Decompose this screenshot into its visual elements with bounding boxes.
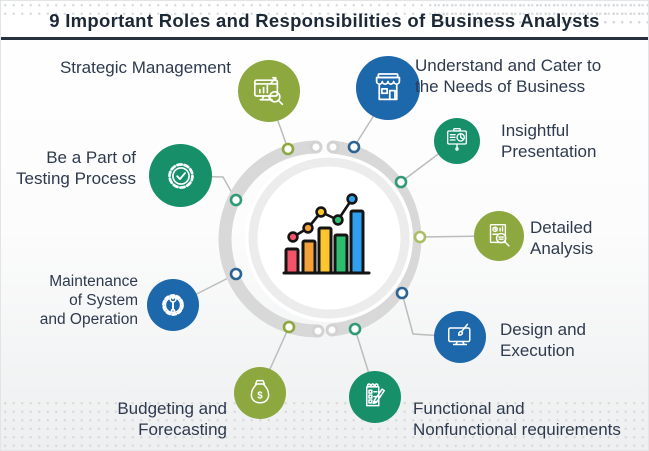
document-magnifier-icon (474, 211, 524, 261)
node-maintenance (229, 267, 243, 281)
monitor-chart-search-icon (238, 60, 300, 122)
page-title: 9 Important Roles and Responsibilities o… (49, 10, 600, 31)
insightful-presentation-label: Insightful Presentation (501, 121, 597, 161)
monitor-brush-icon (434, 311, 486, 363)
node-detailed (413, 230, 427, 244)
strategic-management-label: Strategic Management (59, 58, 231, 77)
storefront-icon (356, 56, 420, 120)
understand-business-needs-label: Understand and Cater to the Needs of Bus… (415, 56, 602, 96)
gear-check-icon (149, 144, 212, 207)
node-testing (229, 193, 243, 207)
functional-requirements-label: Functional and Nonfunctional requirement… (413, 399, 621, 439)
node-insightful (394, 175, 408, 189)
checklist-pencil-icon (349, 371, 401, 423)
design-and-execution-label: Design and Execution (500, 320, 587, 360)
svg-text:$: $ (257, 390, 263, 401)
node-understand (347, 140, 361, 154)
ring-gap-beads (309, 140, 340, 338)
node-design (395, 286, 409, 300)
presentation-pie-icon (434, 118, 480, 164)
node-budgeting (282, 320, 296, 334)
node-functional (348, 322, 362, 336)
maintenance-system-operation-label: Maintenance of System and Operation (39, 273, 138, 328)
money-bag-icon: $ (234, 367, 286, 419)
budgeting-forecasting-label: Budgeting and Forecasting (117, 399, 227, 439)
node-strategic (281, 142, 295, 156)
detailed-analysis-label: Detailed Analysis (530, 218, 594, 258)
title-divider (1, 37, 648, 40)
gear-wrench-icon (147, 279, 199, 331)
growth-bar-chart-icon (282, 193, 371, 275)
testing-process-label: Be a Part of Testing Process (16, 148, 136, 188)
ring-nodes (229, 140, 427, 336)
